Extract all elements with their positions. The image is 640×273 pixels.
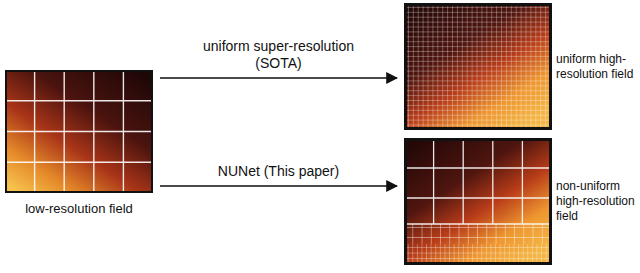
field-image: uniform high-resolution field — [404, 3, 552, 130]
field-label: low-resolution field — [24, 201, 134, 217]
field-heatmap — [404, 138, 552, 265]
field-heatmap — [5, 70, 153, 193]
field-label: uniform high-resolution field — [556, 52, 638, 82]
arrow-connector — [160, 77, 397, 79]
field-image: non-uniform high-resolution field — [404, 138, 552, 265]
arrow-label: NUNet (This paper) — [192, 163, 366, 180]
arrow-connector — [160, 185, 397, 187]
field-label: non-uniform high-resolution field — [556, 179, 638, 224]
field-heatmap — [404, 3, 552, 130]
arrow-label: uniform super-resolution (SOTA) — [187, 38, 371, 72]
field-image: low-resolution field — [5, 70, 153, 193]
